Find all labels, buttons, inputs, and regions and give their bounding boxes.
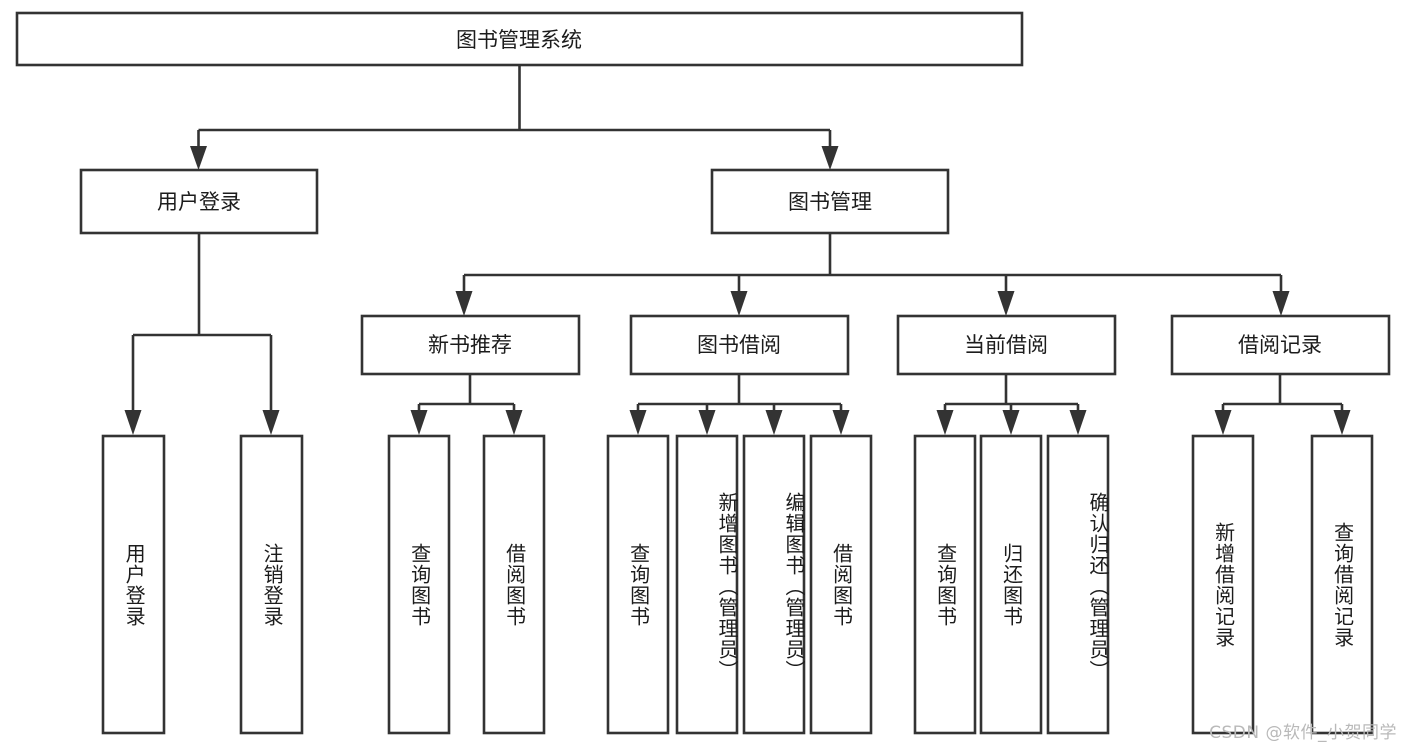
node-root-label: 图书管理系统 — [456, 28, 582, 52]
node-borrow-record-label: 借阅记录 — [1238, 333, 1322, 357]
arrow-head-icon — [190, 146, 207, 170]
leaf-box-book-borrow-3[interactable] — [809, 434, 873, 735]
arrow-head-icon — [765, 410, 783, 435]
arrow-head-icon — [262, 410, 280, 435]
connector-book-borrow-to-leaves — [629, 374, 850, 435]
leaf-box-user-login-0[interactable] — [101, 434, 166, 735]
leaf-box-book-borrow-1[interactable] — [675, 434, 739, 735]
leaf-box-new-book-1[interactable] — [482, 434, 546, 735]
arrow-head-icon — [698, 410, 716, 435]
leaf-box-current-borrow-0[interactable] — [913, 434, 977, 735]
node-current-borrow-label: 当前借阅 — [964, 333, 1048, 357]
node-book-management-label: 图书管理 — [788, 190, 872, 214]
arrow-head-icon — [455, 291, 473, 316]
node-book-borrow[interactable]: 图书借阅 — [629, 314, 850, 376]
node-current-borrow[interactable]: 当前借阅 — [896, 314, 1117, 376]
arrow-head-icon — [821, 146, 839, 170]
node-book-management[interactable]: 图书管理 — [710, 168, 950, 235]
connector-book-management-to-level3 — [455, 233, 1290, 316]
node-current-borrow-box — [896, 314, 1117, 376]
arrow-head-icon — [505, 410, 523, 435]
arrow-head-icon — [1214, 410, 1232, 435]
arrow-head-icon — [730, 291, 748, 316]
node-root[interactable]: 图书管理系统 — [15, 11, 1024, 67]
leaf-box-borrow-record-1[interactable] — [1310, 434, 1374, 735]
node-new-book-recommend-box — [360, 314, 581, 376]
node-user-login-label: 用户登录 — [157, 190, 241, 214]
leaf-box-book-borrow-0[interactable] — [606, 434, 670, 735]
node-new-book-recommend[interactable]: 新书推荐 — [360, 314, 581, 376]
arrow-head-icon — [832, 410, 850, 435]
leaf-box-borrow-record-0[interactable] — [1191, 434, 1255, 735]
connector-new-book-recommend-to-leaves — [410, 374, 523, 435]
csdn-watermark: CSDN @软件_小贺同学 — [1209, 723, 1397, 743]
arrow-head-icon — [1002, 410, 1020, 435]
connector-current-borrow-to-leaves — [936, 374, 1087, 435]
node-book-borrow-label: 图书借阅 — [697, 333, 781, 357]
leaf-box-current-borrow-1[interactable] — [979, 434, 1043, 735]
arrow-head-icon — [410, 410, 428, 435]
node-new-book-recommend-label: 新书推荐 — [428, 333, 512, 357]
arrow-head-icon — [629, 410, 647, 435]
node-borrow-record[interactable]: 借阅记录 — [1170, 314, 1391, 376]
leaf-box-new-book-0[interactable] — [387, 434, 451, 735]
node-user-login-box — [79, 168, 319, 235]
arrow-head-icon — [1272, 291, 1290, 316]
node-root-box — [15, 11, 1024, 67]
arrow-head-icon — [1069, 410, 1087, 435]
arrow-head-icon — [124, 410, 142, 435]
connector-user-login-to-leaves — [124, 233, 280, 435]
connector-borrow-record-to-leaves — [1214, 374, 1351, 435]
arrow-head-icon — [997, 291, 1015, 316]
node-user-login[interactable]: 用户登录 — [79, 168, 319, 235]
leaf-box-user-login-1[interactable] — [239, 434, 304, 735]
arrow-head-icon — [1333, 410, 1351, 435]
connector-root-to-level2 — [190, 65, 839, 170]
leaf-box-book-borrow-2[interactable] — [742, 434, 806, 735]
arrow-head-icon — [936, 410, 954, 435]
leaf-box-current-borrow-2[interactable] — [1046, 434, 1110, 735]
